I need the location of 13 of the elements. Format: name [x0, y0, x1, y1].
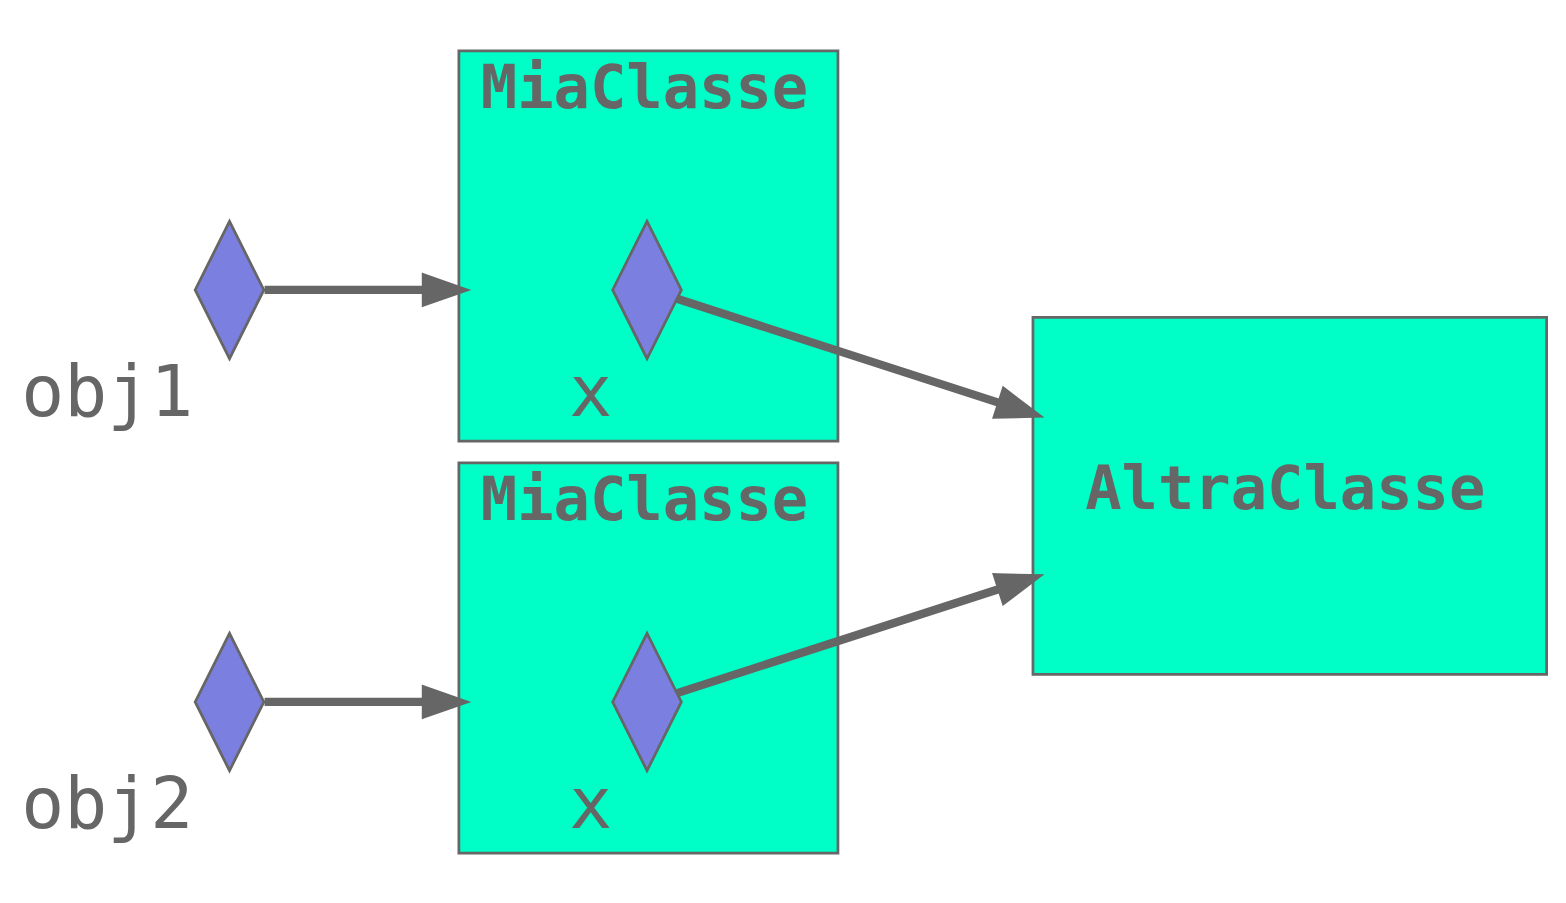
node-label: obj2 [21, 761, 194, 845]
node-diamond [611, 629, 683, 774]
node-diamond [193, 629, 266, 774]
node-label: x [569, 349, 613, 433]
node-label: x [569, 761, 613, 845]
node-diamond [611, 217, 683, 362]
arrow [675, 294, 1045, 419]
arrow [264, 272, 472, 307]
node-box: AltraClasse [1031, 315, 1548, 676]
node-label: obj1 [21, 349, 194, 433]
node-diamond [193, 217, 266, 362]
arrow [264, 684, 472, 719]
arrow [675, 572, 1045, 697]
